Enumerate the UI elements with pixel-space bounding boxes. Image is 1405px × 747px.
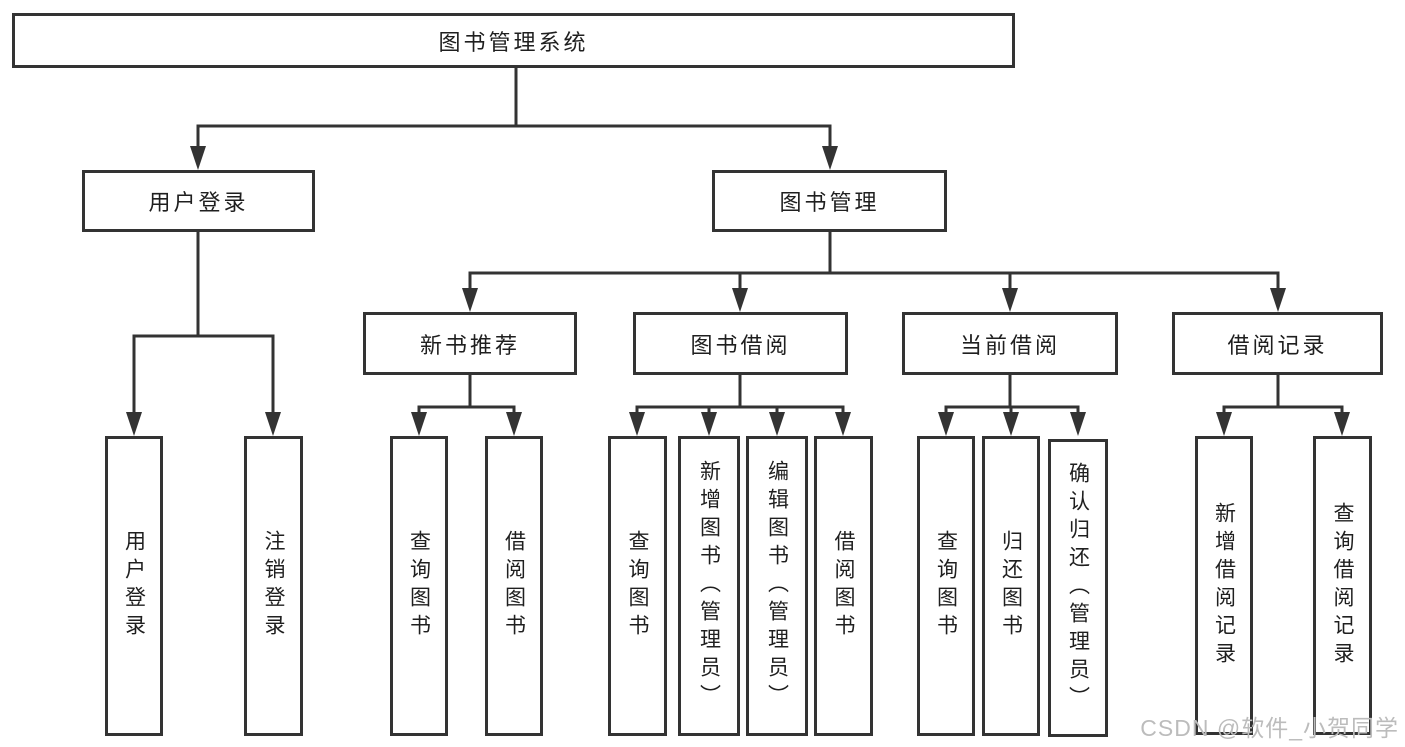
node-user-login: 用户登录 — [82, 170, 315, 232]
leaf-query-books-current: 查询图书 — [917, 436, 975, 736]
node-label: 新增图书（管理员） — [697, 460, 721, 712]
node-new-book-recommend: 新书推荐 — [363, 312, 577, 375]
leaf-query-borrow-record: 查询借阅记录 — [1313, 436, 1372, 735]
leaf-edit-book-admin: 编辑图书（管理员） — [746, 436, 808, 736]
leaf-query-books-recommend: 查询图书 — [390, 436, 448, 736]
leaf-logout: 注销登录 — [244, 436, 303, 736]
node-label: 借阅图书 — [832, 530, 855, 642]
arrowheads — [126, 146, 1350, 436]
leaf-add-borrow-record: 新增借阅记录 — [1195, 436, 1253, 735]
leaf-borrow-books-recommend: 借阅图书 — [485, 436, 543, 736]
node-label: 查询借阅记录 — [1331, 501, 1354, 670]
node-label: 注销登录 — [262, 530, 285, 642]
leaf-return-books: 归还图书 — [982, 436, 1040, 736]
node-label: 查询图书 — [626, 530, 649, 642]
leaf-borrow-books-borrowing: 借阅图书 — [814, 436, 873, 736]
leaf-user-login: 用户登录 — [105, 436, 163, 736]
leaf-confirm-return-admin: 确认归还（管理员） — [1048, 439, 1108, 737]
node-label: 用户登录 — [122, 530, 146, 642]
leaf-add-book-admin: 新增图书（管理员） — [678, 436, 740, 736]
node-label: 图书管理系统 — [438, 29, 589, 55]
node-label: 新书推荐 — [419, 332, 520, 358]
leaf-query-books-borrowing: 查询图书 — [608, 436, 667, 736]
node-label: 图书管理 — [779, 190, 880, 215]
node-label: 归还图书 — [999, 530, 1023, 642]
node-book-borrowing: 图书借阅 — [633, 312, 848, 375]
node-label: 借阅图书 — [502, 530, 526, 642]
node-current-borrowing: 当前借阅 — [902, 312, 1118, 375]
node-label: 用户登录 — [148, 190, 249, 215]
node-book-management: 图书管理 — [712, 170, 947, 232]
node-label: 确认归还（管理员） — [1066, 462, 1090, 714]
node-label: 借阅记录 — [1227, 332, 1328, 358]
node-label: 新增借阅记录 — [1212, 501, 1236, 670]
node-label: 编辑图书（管理员） — [765, 460, 789, 712]
node-label: 查询图书 — [407, 530, 431, 642]
csdn-watermark: CSDN @软件_小贺同学 — [1140, 715, 1399, 741]
node-label: 图书借阅 — [690, 332, 791, 358]
node-label: 当前借阅 — [959, 332, 1060, 358]
node-root-system: 图书管理系统 — [12, 13, 1015, 68]
node-borrow-records: 借阅记录 — [1172, 312, 1383, 375]
node-label: 查询图书 — [934, 530, 958, 642]
